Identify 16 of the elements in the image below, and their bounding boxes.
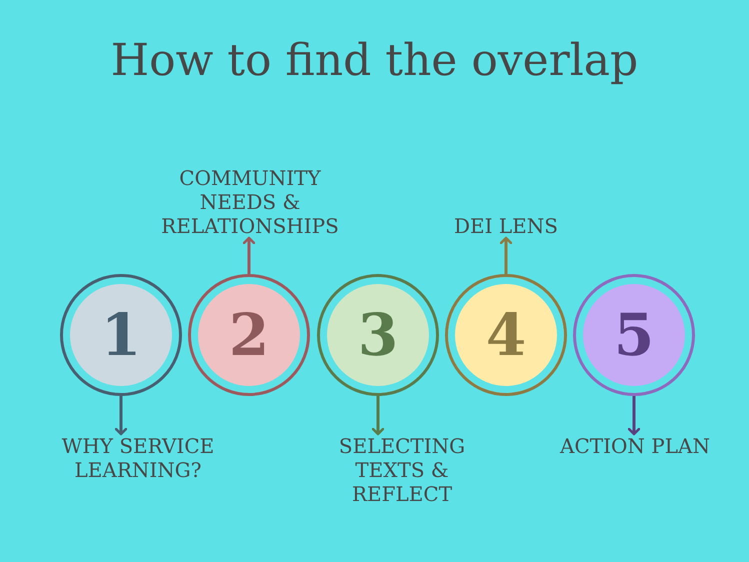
step-label: ACTION PLAN [560, 434, 710, 458]
step-label: COMMUNITY NEEDS & RELATIONSHIPS [160, 166, 340, 238]
step-number: 2 [228, 306, 270, 364]
step-label: WHY SERVICE LEARNING? [60, 434, 216, 482]
step-number: 5 [614, 306, 654, 364]
step-number: 3 [358, 306, 398, 364]
arrow [628, 396, 640, 436]
arrow [500, 236, 512, 274]
arrow [114, 396, 128, 436]
step-label: DEI LENS [454, 214, 558, 238]
arrow [372, 396, 384, 436]
title: How to find the overlap [110, 34, 640, 88]
step-number: 1 [100, 306, 142, 364]
step-number: 4 [486, 306, 526, 364]
step-label: SELECTING TEXTS & REFLECT [338, 434, 466, 506]
arrow [242, 236, 256, 274]
